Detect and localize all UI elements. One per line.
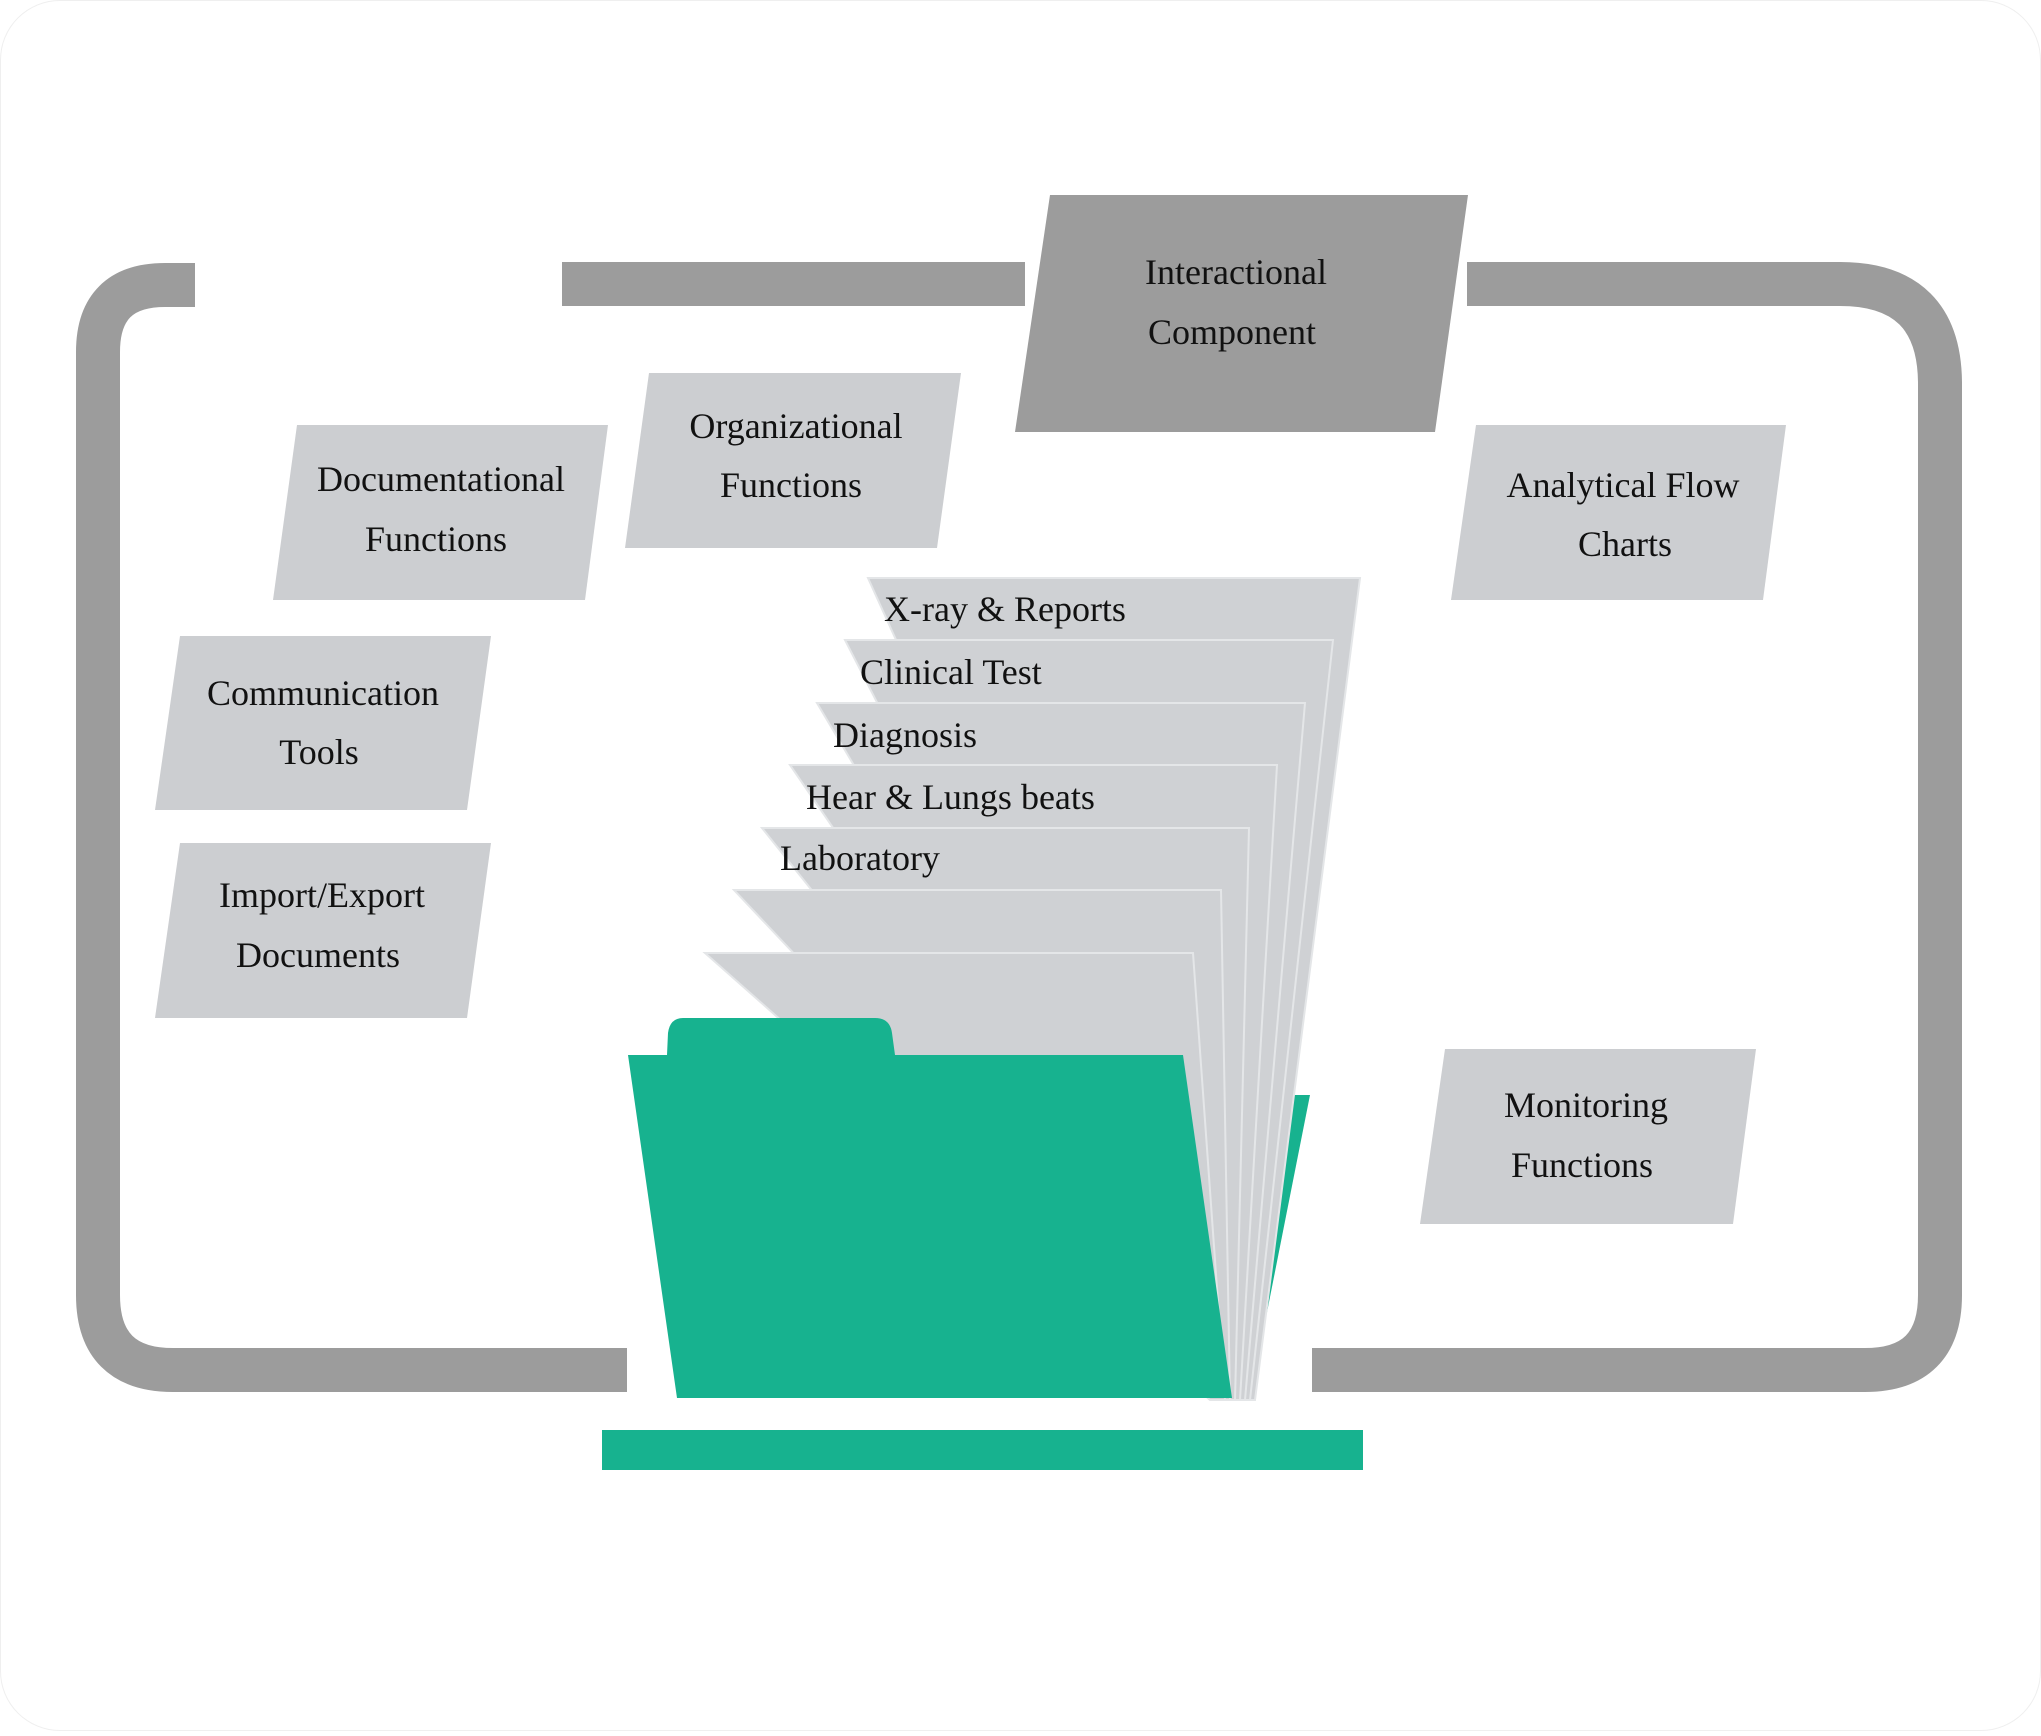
organizational-functions-line2: Functions <box>720 465 862 505</box>
documentational-functions-box: Documentational Functions <box>273 425 608 600</box>
monitoring-functions-box: Monitoring Functions <box>1420 1049 1756 1224</box>
folder-tab-label-5: Laboratory <box>780 838 940 878</box>
documentational-functions-line2: Functions <box>365 519 507 559</box>
folder-tab-label-4: Hear & Lungs beats <box>806 777 1095 817</box>
analytical-flow-charts-line2: Charts <box>1578 524 1672 564</box>
monitor-frame-right <box>1312 262 1962 1392</box>
monitor-frame-left <box>76 263 627 1392</box>
communication-tools-line1: Communication <box>207 673 439 713</box>
documentational-functions-line1: Documentational <box>317 459 565 499</box>
communication-tools-line2: Tools <box>279 732 359 772</box>
analytical-flow-charts-box: Analytical Flow Charts <box>1451 425 1786 600</box>
monitoring-functions-line1: Monitoring <box>1504 1085 1668 1125</box>
folder-tab-label-3: Diagnosis <box>833 715 977 755</box>
communication-tools-box: Communication Tools <box>155 636 491 810</box>
interactional-component-box: Interactional Component <box>1015 195 1468 432</box>
organizational-functions-box: Organizational Functions <box>625 373 961 548</box>
interactional-component-line1: Interactional <box>1145 252 1327 292</box>
import-export-documents-line2: Documents <box>236 935 400 975</box>
monitor-frame-icon <box>76 262 1962 1392</box>
import-export-documents-line1: Import/Export <box>219 875 425 915</box>
folder-icon: X-ray & Reports Clinical Test Diagnosis … <box>602 577 1363 1470</box>
folder-front <box>628 1018 1232 1398</box>
monitoring-functions-line2: Functions <box>1511 1145 1653 1185</box>
import-export-documents-box: Import/Export Documents <box>155 843 491 1018</box>
organizational-functions-line1: Organizational <box>689 406 902 446</box>
folder-base-stand <box>602 1430 1363 1470</box>
interactional-component-line2: Component <box>1148 312 1316 352</box>
analytical-flow-charts-line1: Analytical Flow <box>1507 465 1740 505</box>
folder-tab-label-1: X-ray & Reports <box>884 589 1126 629</box>
folder-tab-label-2: Clinical Test <box>860 652 1042 692</box>
